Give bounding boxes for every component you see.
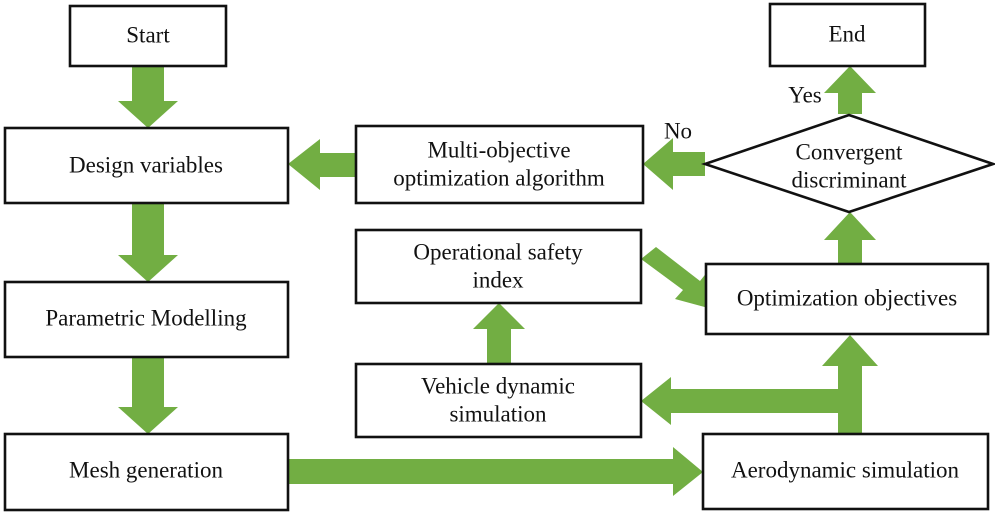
node-operational-safety-index-label-line1: Operational safety [413,239,583,264]
node-optimization-objectives[interactable]: Optimization objectives [704,262,990,336]
node-design-variables-label: Design variables [69,152,223,177]
arrow-objectives-to-convergent [824,212,876,263]
node-operational-safety-index-label-line2: index [472,267,524,292]
node-multi-objective-optimization-algorithm[interactable]: Multi-objective optimization algorithm [354,124,645,205]
node-mesh-generation-label: Mesh generation [69,457,223,482]
node-vehicle-dynamic-simulation-label-line2: simulation [449,401,547,426]
node-aerodynamic-simulation-box[interactable] [701,432,990,511]
node-design-variables[interactable]: Design variables [3,126,290,205]
node-end[interactable]: End [768,2,927,68]
node-multi-objective-optimization-algorithm-label-line2: optimization algorithm [393,165,605,190]
node-start-box[interactable] [68,4,228,68]
node-parametric-modelling-box[interactable] [3,280,290,359]
node-aerodynamic-simulation[interactable]: Aerodynamic simulation [701,432,990,511]
node-parametric-modelling-label: Parametric Modelling [45,305,247,330]
node-optimization-objectives-box[interactable] [704,262,990,336]
arrow-start-to-design [118,64,178,128]
node-end-box[interactable] [768,2,927,68]
node-vehicle-dynamic-simulation-box[interactable] [354,362,643,439]
node-mesh-generation-box[interactable] [3,432,290,512]
node-vehicle-dynamic-simulation[interactable]: Vehicle dynamic simulation [354,362,643,439]
node-optimization-objectives-label: Optimization objectives [737,285,957,310]
arrow-moa-to-design [288,139,356,190]
node-operational-safety-index-box[interactable] [354,228,643,305]
node-mesh-generation[interactable]: Mesh generation [3,432,290,512]
node-aerodynamic-simulation-label: Aerodynamic simulation [731,457,960,482]
arrow-convergent-to-end [824,66,876,114]
node-convergent-discriminant-diamond[interactable] [700,113,995,214]
edge-label-no: No [664,118,692,143]
node-operational-safety-index[interactable]: Operational safety index [354,228,643,305]
arrow-mesh-to-aero [288,447,703,496]
arrow-aero-to-objectives-and-vehicle [641,335,878,434]
arrow-safety-to-objectives [641,247,712,309]
node-end-label: End [828,21,866,46]
arrow-vehicle-to-safety [473,303,525,363]
node-convergent-discriminant-label-line1: Convergent [796,139,904,164]
node-multi-objective-optimization-algorithm-box[interactable] [354,124,645,205]
node-convergent-discriminant[interactable]: Convergent discriminant [700,113,995,214]
node-multi-objective-optimization-algorithm-label-line1: Multi-objective [427,137,570,162]
arrow-design-to-parametric [118,201,178,282]
arrow-convergent-to-moa [643,138,705,190]
node-parametric-modelling[interactable]: Parametric Modelling [3,280,290,359]
node-vehicle-dynamic-simulation-label-line1: Vehicle dynamic [421,373,575,398]
edge-label-yes: Yes [788,82,822,107]
node-design-variables-box[interactable] [3,126,290,205]
node-start-label: Start [126,22,170,47]
node-convergent-discriminant-label-line2: discriminant [792,167,908,192]
arrow-parametric-to-mesh [118,356,178,434]
node-start[interactable]: Start [68,4,228,68]
